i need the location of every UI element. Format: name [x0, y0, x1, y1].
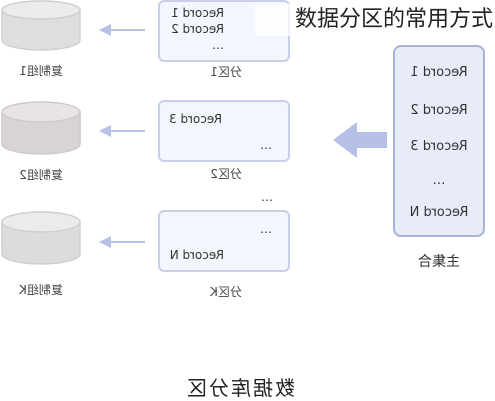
partition-1-line-2: Record 2: [171, 22, 224, 36]
replica-arrow-k-icon: [99, 234, 145, 253]
replica-group-k-label: 复制组K: [19, 283, 63, 297]
partition-k-line-1: …: [260, 222, 272, 236]
partition-k-label: 分区K: [210, 285, 242, 299]
replica-group-k-cylinder-icon: [0, 210, 82, 266]
partition-1-label: 分区1: [210, 65, 242, 79]
partition-2-line-1: Record 3: [169, 112, 222, 126]
partition-box-k: … Record N: [158, 210, 290, 272]
master-record-3: Record 3: [410, 139, 468, 154]
replica-group-2-label: 复制组2: [19, 168, 63, 182]
partition-box-2: Record 3 …: [158, 100, 290, 162]
partitions-ellipsis: …: [261, 190, 273, 204]
replica-arrow-1-icon: [99, 22, 145, 41]
master-collection-label: 主集合: [418, 254, 460, 270]
partition-2-label: 分区2: [210, 167, 242, 181]
partition-1-line-3: …: [212, 38, 224, 52]
partition-2-line-2: …: [260, 138, 272, 152]
page-title: 数据分区的常用方式: [255, 4, 495, 36]
replica-group-2-cylinder-icon: [0, 100, 82, 156]
replica-group-1-cylinder-icon: [0, 0, 82, 52]
master-record-2: Record 2: [410, 103, 468, 118]
replica-arrow-2-icon: [99, 123, 145, 142]
partition-1-line-1: Record 1: [171, 6, 224, 20]
replica-group-1-label: 复制组1: [19, 64, 63, 78]
master-collection-box: Record 1 Record 2 Record 3 … Record N: [393, 45, 485, 237]
database-partition-caption: 数据库分区: [185, 376, 295, 400]
master-record-1: Record 1: [410, 65, 468, 80]
master-record-ellipsis: …: [432, 173, 446, 188]
partition-arrow-icon: [333, 122, 387, 158]
master-record-n: Record N: [409, 205, 469, 220]
partition-k-line-2: Record N: [169, 248, 224, 262]
